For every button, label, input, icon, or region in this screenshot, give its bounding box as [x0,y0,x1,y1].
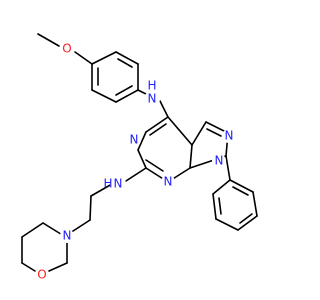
morpholine-oxygen-label: O [35,268,49,282]
pyrimidine-left-n-text: N [130,133,139,147]
bond-layer [21,33,258,272]
morpholine-o-text: O [37,268,46,282]
methoxy-oxygen-label: O [60,42,74,56]
aniline-h-text: H [147,79,156,93]
secondary-amine-n-text: N [114,177,123,191]
molecule-diagram: O N H N N N N N H N [21,33,258,282]
pyrimidine-bottom-nitrogen-label: N [161,175,175,189]
secondary-amine-label: N H [103,176,126,192]
pyrazole-top-nitrogen-label: N [222,129,236,143]
methoxy-oxygen-text: O [62,42,71,56]
secondary-amine-h-text: H [103,177,112,191]
pyrazole-bottom-n-text: N [215,154,224,168]
pyrimidine-bottom-n-text: N [164,175,173,189]
aniline-nh-label: N H [144,79,160,107]
atom-label-layer: O N H N N N N N H N [35,42,236,282]
aniline-n-text: N [148,92,157,106]
morpholine-nitrogen-label: N [60,229,74,243]
morpholine-n-text: N [63,229,72,243]
pyrimidine-left-nitrogen-label: N [127,133,141,147]
pyrazole-bottom-nitrogen-label: N [212,154,226,168]
pyrazole-top-n-text: N [225,129,234,143]
